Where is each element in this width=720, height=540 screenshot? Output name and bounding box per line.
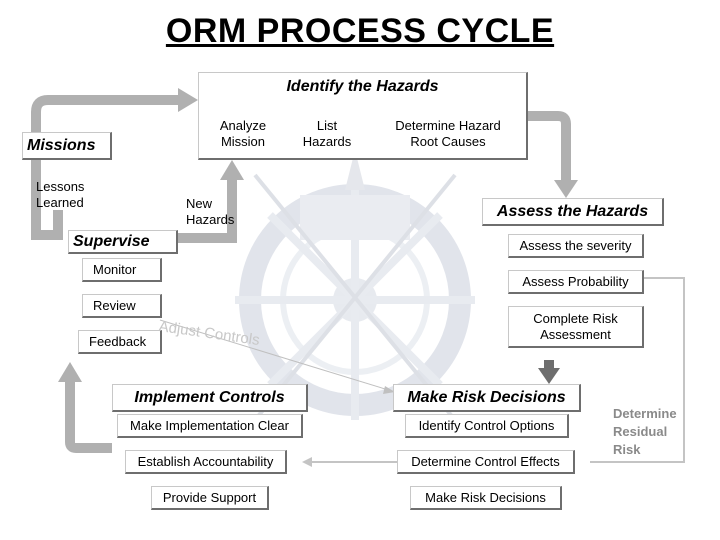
decide-heading: Make Risk Decisions xyxy=(393,384,581,412)
arrow-lessons-to-identify xyxy=(31,95,180,240)
identify-control-options-box: Identify Control Options xyxy=(405,414,569,438)
implementation-clear-box: Make Implementation Clear xyxy=(117,414,303,438)
identify-heading: Identify the Hazards xyxy=(286,78,439,95)
analyze-mission: Analyze Mission xyxy=(219,118,267,149)
arrow-head xyxy=(178,88,198,112)
assess-severity-box: Assess the severity xyxy=(508,234,644,258)
determine-control-effects-box: Determine Control Effects xyxy=(397,450,575,474)
line-residual-risk xyxy=(590,277,685,463)
determine-root-causes: Determine Hazard Root Causes xyxy=(395,118,501,149)
arrow-implement-to-supervise xyxy=(65,380,112,453)
residual-risk-label: Determine Residual Risk xyxy=(613,406,677,457)
establish-accountability-box: Establish Accountability xyxy=(125,450,287,474)
page-title: ORM PROCESS CYCLE xyxy=(165,12,555,50)
review-box: Review xyxy=(82,294,162,318)
arrow-head xyxy=(220,160,244,180)
implement-heading: Implement Controls xyxy=(112,384,308,412)
provide-support-box: Provide Support xyxy=(151,486,269,510)
monitor-box: Monitor xyxy=(82,258,162,282)
new-hazards: New Hazards xyxy=(186,196,235,227)
assess-heading: Assess the Hazards xyxy=(482,198,664,226)
arrow-assess-to-decide xyxy=(538,368,560,384)
arrow-head xyxy=(554,180,578,198)
complete-risk-box: Complete Risk Assessment xyxy=(508,306,644,348)
arrow-adjust-controls xyxy=(159,319,396,393)
identify-group: Identify the Hazards xyxy=(198,72,528,160)
lessons-learned: Lessons Learned xyxy=(36,179,85,210)
arrow-new-hazards xyxy=(155,178,237,243)
make-risk-decisions-box: Make Risk Decisions xyxy=(410,486,562,510)
arrow-identify-to-assess xyxy=(528,111,571,182)
supervise-heading: Supervise xyxy=(68,230,178,254)
feedback-box: Feedback xyxy=(78,330,162,354)
list-hazards: List Hazards xyxy=(302,118,352,149)
assess-probability-box: Assess Probability xyxy=(508,270,644,294)
missions-box: Missions xyxy=(22,132,112,160)
arrow-head xyxy=(58,362,82,382)
